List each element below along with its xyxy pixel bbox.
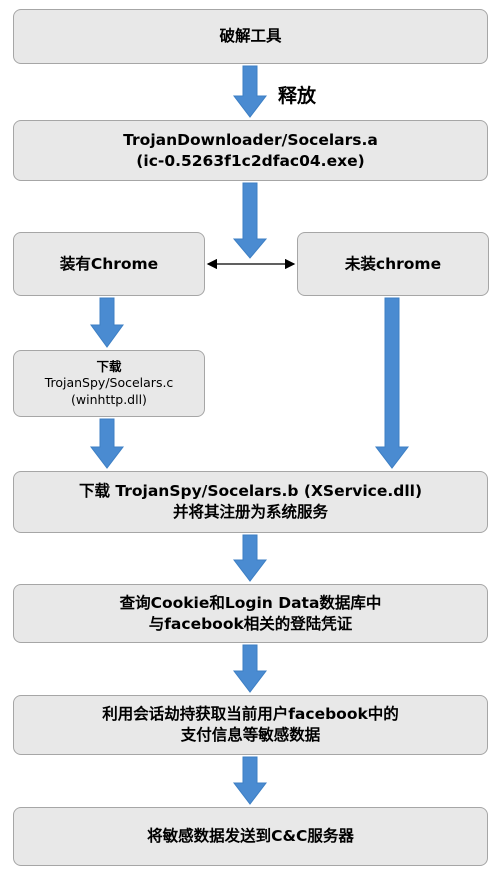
node-text: TrojanSpy/Socelars.c — [44, 375, 174, 391]
arrow-no-chrome-to-download-b — [374, 297, 410, 469]
arrow-download-b-to-query — [232, 534, 268, 582]
node-text: 装有Chrome — [59, 254, 159, 273]
node-downloader: TrojanDownloader/Socelars.a (ic-0.5263f1… — [13, 120, 488, 181]
arrow-hijack-to-send — [232, 756, 268, 805]
arrow-crack-to-downloader — [232, 65, 268, 118]
node-query-cookie: 查询Cookie和Login Data数据库中 与facebook相关的登陆凭证 — [13, 584, 488, 643]
node-download-b: 下载 TrojanSpy/Socelars.b (XService.dll) 并… — [13, 471, 488, 533]
node-text: 支付信息等敏感数据 — [180, 726, 321, 744]
node-text: (winhttp.dll) — [71, 391, 147, 407]
arrow-chrome-to-download-c — [90, 297, 124, 348]
node-text: TrojanDownloader/Socelars.a — [123, 130, 378, 149]
node-chrome-not-installed: 未装chrome — [297, 232, 489, 296]
node-text: 下载 TrojanSpy/Socelars.b (XService.dll) — [78, 482, 423, 501]
arrow-download-c-to-download-b — [89, 418, 125, 469]
node-text: 下载 — [96, 359, 122, 375]
node-text: (ic-0.5263f1c2dfac04.exe) — [136, 151, 365, 170]
arrow-downloader-to-branch — [232, 182, 268, 259]
node-crack-tool: 破解工具 — [13, 9, 488, 64]
edge-label-release: 释放 — [278, 85, 317, 107]
node-send-cc: 将敏感数据发送到C&C服务器 — [13, 807, 488, 866]
node-text: 与facebook相关的登陆凭证 — [148, 614, 353, 633]
arrow-query-to-hijack — [232, 644, 268, 693]
node-download-c: 下载 TrojanSpy/Socelars.c (winhttp.dll) — [13, 350, 205, 417]
node-text: 将敏感数据发送到C&C服务器 — [147, 827, 354, 846]
node-text: 并将其注册为系统服务 — [172, 503, 328, 521]
node-chrome-installed: 装有Chrome — [13, 232, 205, 296]
node-text: 破解工具 — [219, 27, 282, 46]
node-text: 利用会话劫持获取当前用户facebook中的 — [102, 705, 399, 724]
node-text: 未装chrome — [344, 254, 442, 273]
node-text: 查询Cookie和Login Data数据库中 — [119, 593, 382, 612]
node-hijack-session: 利用会话劫持获取当前用户facebook中的 支付信息等敏感数据 — [13, 695, 488, 755]
